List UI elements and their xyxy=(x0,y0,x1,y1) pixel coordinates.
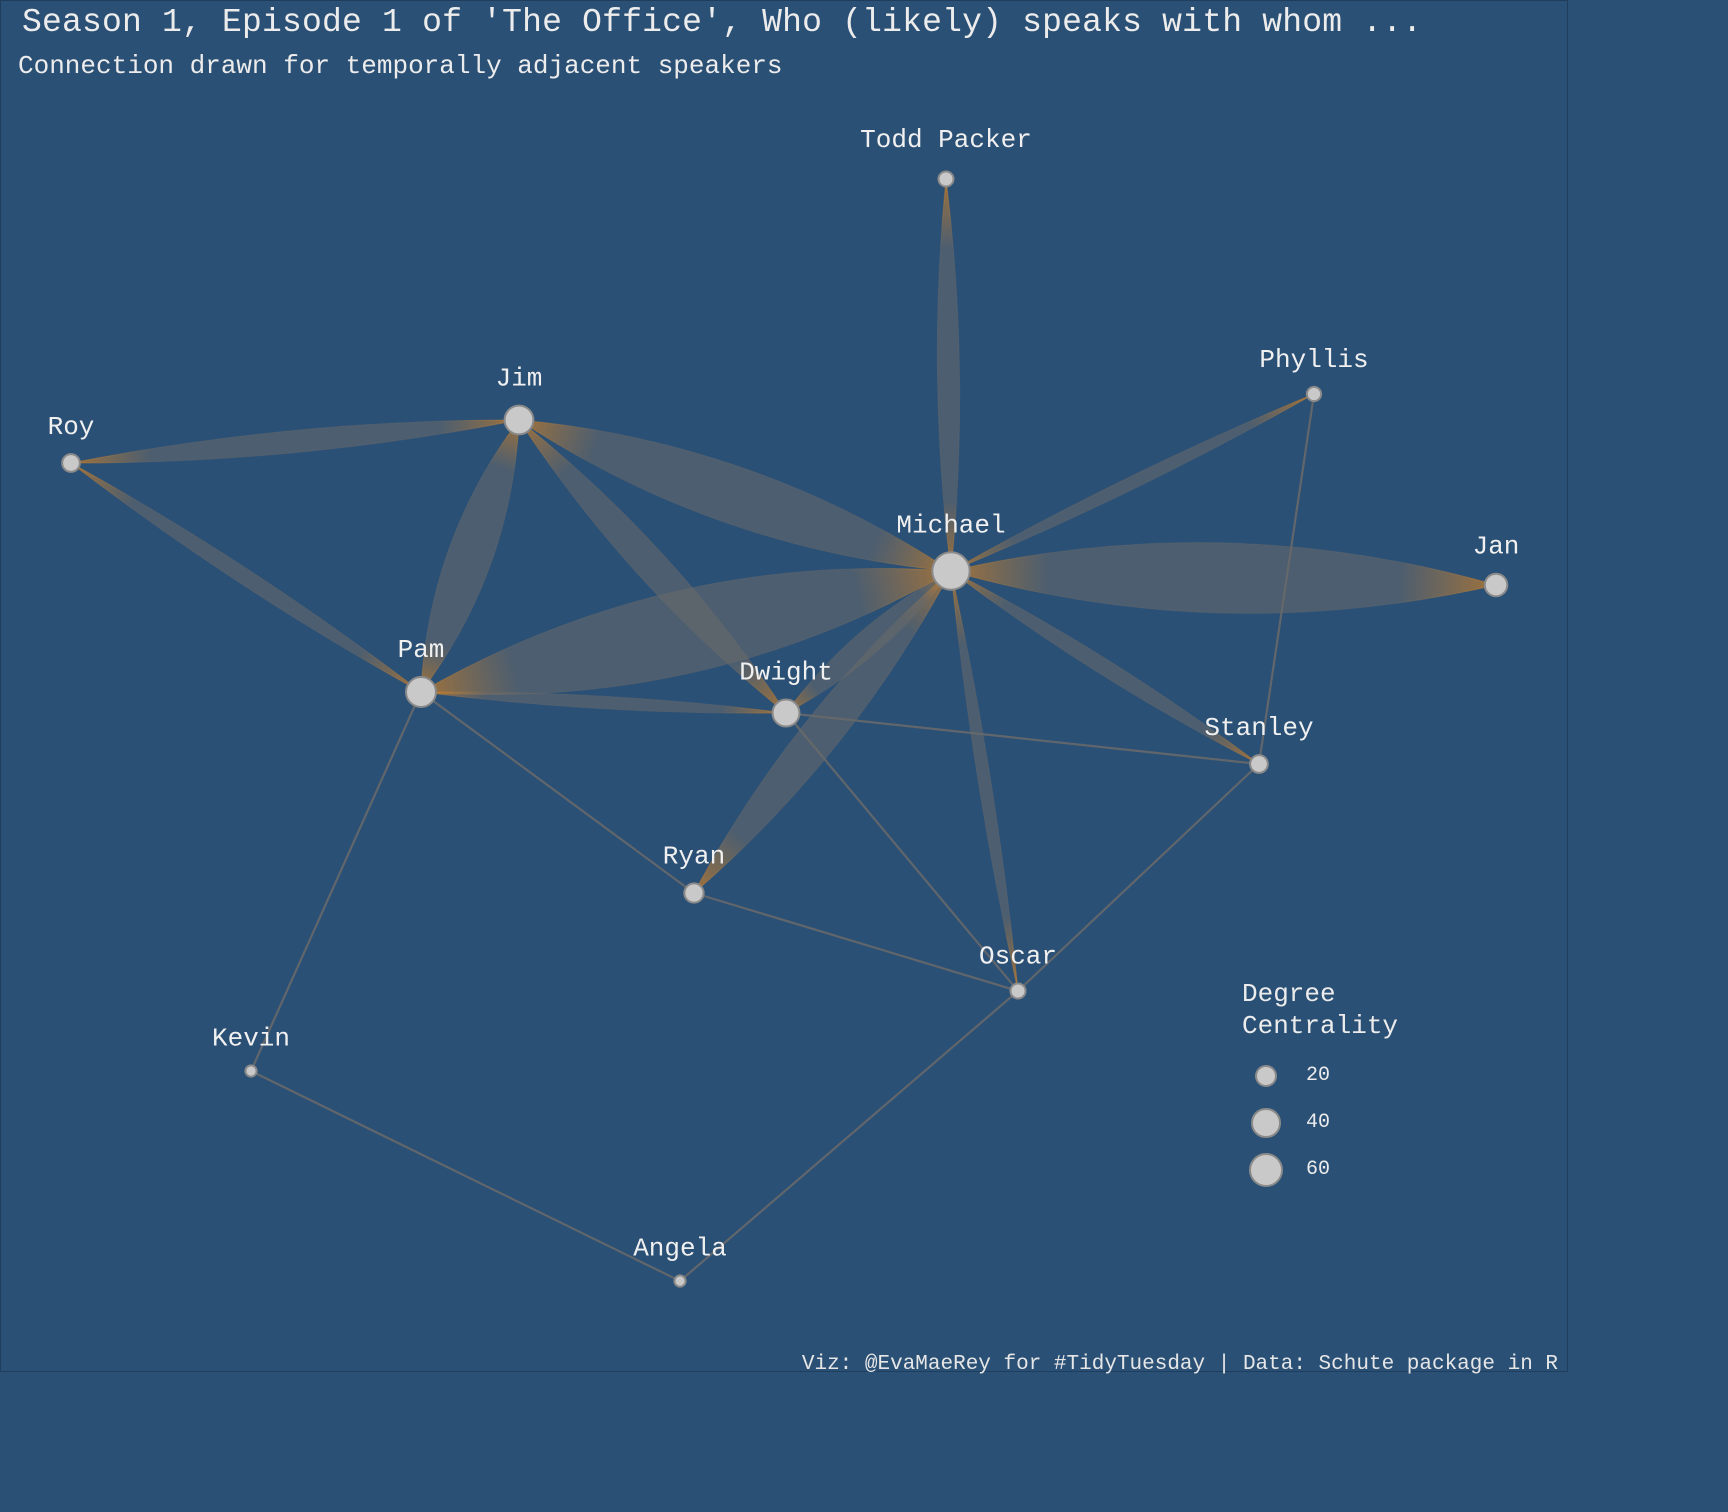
node-oscar xyxy=(1009,982,1027,1000)
degree-centrality-legend: Degree Centrality 20 40 60 xyxy=(1236,978,1466,1198)
edge-pam-kevin xyxy=(249,691,423,1072)
plot-frame xyxy=(0,0,1568,1372)
node-ryan xyxy=(683,882,705,904)
node-label-roy: Roy xyxy=(48,412,95,442)
edge-roy-pam xyxy=(70,462,422,693)
node-label-oscar: Oscar xyxy=(979,941,1057,971)
edge-oscar-stanley xyxy=(1017,763,1260,992)
node-stanley xyxy=(1249,754,1269,774)
node-jim xyxy=(503,404,535,436)
edge-pam-dwight xyxy=(420,691,787,714)
edge-michael-oscar xyxy=(950,570,1019,992)
node-label-stanley: Stanley xyxy=(1204,713,1313,743)
node-label-michael: Michael xyxy=(896,510,1005,540)
node-label-ryan: Ryan xyxy=(663,841,725,871)
legend-size-dot xyxy=(1254,1064,1278,1088)
legend-item: 40 xyxy=(1236,1101,1456,1145)
edge-michael-jan xyxy=(950,542,1497,614)
legend-size-dot xyxy=(1251,1108,1281,1138)
chart-title: Season 1, Episode 1 of 'The Office', Who… xyxy=(22,4,1423,41)
node-jan xyxy=(1483,572,1509,598)
node-layer xyxy=(61,170,1509,1288)
node-michael xyxy=(931,551,971,591)
edge-dwight-oscar xyxy=(785,712,1019,992)
legend-value: 20 xyxy=(1306,1064,1331,1087)
legend-item: 60 xyxy=(1236,1148,1456,1192)
legend-value: 60 xyxy=(1306,1158,1331,1181)
edge-kevin-angela xyxy=(250,1070,681,1282)
node-label-kevin: Kevin xyxy=(212,1023,290,1053)
node-label-dwight: Dwight xyxy=(739,658,833,688)
node-label-pam: Pam xyxy=(398,635,445,665)
legend-title: Degree Centrality xyxy=(1242,979,1399,1041)
edge-layer xyxy=(70,178,1497,1282)
edge-phyllis-stanley xyxy=(1257,393,1316,765)
edge-pam-ryan xyxy=(420,691,695,894)
legend-value: 40 xyxy=(1306,1111,1331,1134)
legend-item: 20 xyxy=(1236,1054,1456,1098)
node-phyllis xyxy=(1305,385,1323,403)
source-caption: Viz: @EvaMaeRey for #TidyTuesday | Data:… xyxy=(801,1353,1558,1376)
node-label-todd: Todd Packer xyxy=(860,125,1032,155)
node-label-jim: Jim xyxy=(496,364,543,394)
edge-ryan-oscar xyxy=(693,891,1019,993)
node-label-angela: Angela xyxy=(633,1233,727,1263)
edge-oscar-angela xyxy=(679,990,1019,1282)
legend-size-dot xyxy=(1248,1152,1284,1188)
node-label-phyllis: Phyllis xyxy=(1259,345,1368,375)
node-label-jan: Jan xyxy=(1473,532,1520,562)
node-pam xyxy=(405,676,437,708)
node-todd xyxy=(937,170,955,188)
edge-dwight-stanley xyxy=(785,711,1260,766)
node-roy xyxy=(61,453,81,473)
chart-subtitle: Connection drawn for temporally adjacent… xyxy=(18,51,783,81)
node-angela xyxy=(673,1274,687,1288)
node-kevin xyxy=(244,1064,258,1078)
node-dwight xyxy=(771,698,801,728)
edge-jim-roy xyxy=(70,419,520,464)
